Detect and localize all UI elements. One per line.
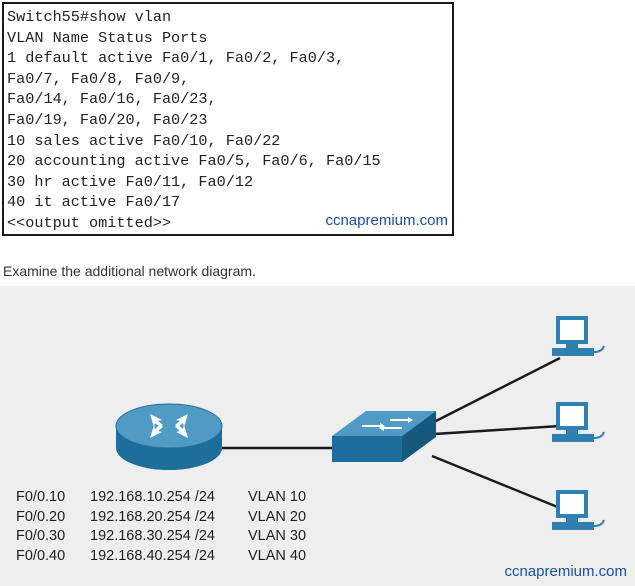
pc-icon <box>552 490 605 530</box>
subinterface-name: F0/0.20 <box>16 508 66 525</box>
subinterface-vlan: VLAN 20 <box>248 508 307 525</box>
cli-line: Switch55#show vlan <box>7 8 172 26</box>
subinterface-row: F0/0.20 192.168.20.254 /24 VLAN 20 <box>16 508 328 528</box>
router-icon <box>115 403 223 470</box>
cli-line: 20 accounting active Fa0/5, Fa0/6, Fa0/1… <box>7 152 381 171</box>
link-switch-pc2 <box>433 424 561 436</box>
subinterface-row: F0/0.40 192.168.40.254 /24 VLAN 40 <box>16 547 328 567</box>
subinterface-name: F0/0.10 <box>16 489 66 505</box>
watermark: ccnapremium.com <box>504 563 627 580</box>
network-diagram: F0/0.10 192.168.10.254 /24 VLAN 10 F0/0.… <box>0 286 635 586</box>
network-diagram-canvas <box>115 316 605 530</box>
link-switch-pc1 <box>431 356 561 425</box>
subinterface-vlan: VLAN 40 <box>248 547 307 564</box>
switch-icon <box>332 411 436 462</box>
cli-line: Fa0/14, Fa0/16, Fa0/23, <box>7 90 217 109</box>
subinterface-ip: 192.168.30.254 /24 <box>90 528 215 545</box>
pc-icon <box>552 316 605 356</box>
cli-line: Fa0/19, Fa0/20, Fa0/23 <box>7 110 208 129</box>
subinterface-ip: 192.168.10.254 /24 <box>90 489 215 505</box>
cli-line: VLAN Name Status Ports <box>7 28 208 47</box>
subinterface-table: F0/0.10 192.168.10.254 /24 VLAN 10 F0/0.… <box>16 488 328 566</box>
cli-output-box: Switch55#show vlan VLAN Name Status Port… <box>2 2 454 236</box>
subinterface-ip: 192.168.40.254 /24 <box>90 547 215 564</box>
subinterface-vlan: VLAN 10 <box>248 489 307 505</box>
subinterface-row: F0/0.10 192.168.10.254 /24 VLAN 10 <box>16 488 328 508</box>
cli-line: 1 default active Fa0/1, Fa0/2, Fa0/3, <box>7 49 345 68</box>
cli-line: 40 it active Fa0/17 <box>7 193 181 212</box>
subinterface-ip: 192.168.20.254 /24 <box>90 508 215 525</box>
cli-line: 10 sales active Fa0/10, Fa0/22 <box>7 131 281 150</box>
diagram-caption: Examine the additional network diagram. <box>3 263 256 279</box>
subinterface-name: F0/0.40 <box>16 547 66 564</box>
cli-line: Fa0/7, Fa0/8, Fa0/9, <box>7 69 190 88</box>
link-switch-pc3 <box>431 454 561 510</box>
subinterface-name: F0/0.30 <box>16 528 66 545</box>
subinterface-vlan: VLAN 30 <box>248 528 307 545</box>
cli-line: <<output omitted>> <box>7 213 172 232</box>
subinterface-row: F0/0.30 192.168.30.254 /24 VLAN 30 <box>16 527 328 547</box>
network-links <box>222 356 561 510</box>
cli-line: 30 hr active Fa0/11, Fa0/12 <box>7 172 254 191</box>
pc-icon <box>552 402 605 442</box>
watermark: ccnapremium.com <box>325 212 448 229</box>
